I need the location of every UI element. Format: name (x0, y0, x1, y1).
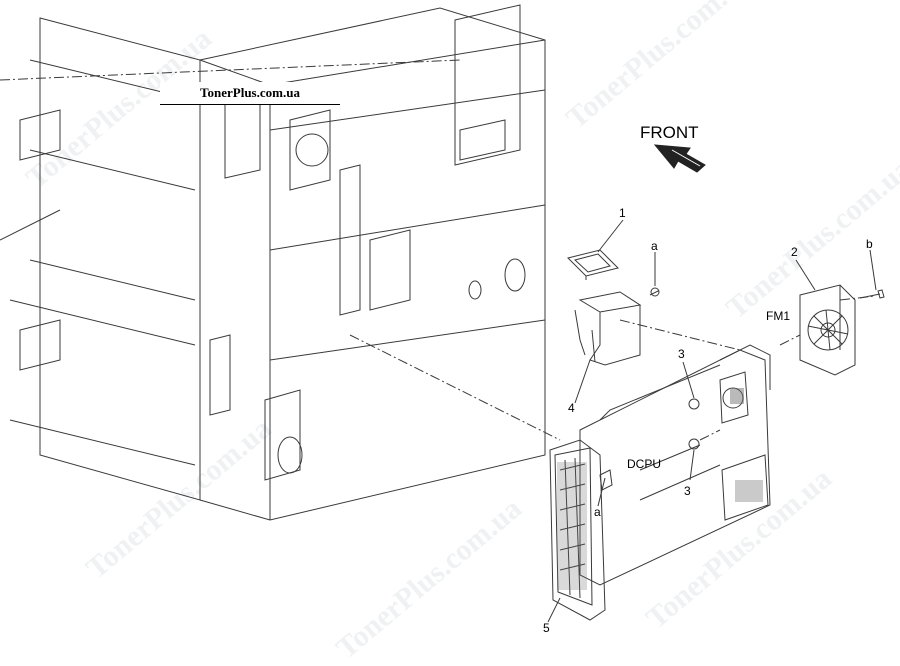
callout-5: 5 (543, 621, 550, 635)
assembly-guide-lines (0, 59, 876, 441)
callout-4: 4 (568, 401, 575, 415)
callout-b: b (866, 237, 873, 251)
callout-a-lower: a (594, 505, 601, 519)
callout-2: 2 (791, 245, 798, 259)
board-label: DCPU (627, 457, 662, 471)
callout-a-upper: a (651, 239, 658, 253)
part-1-gasket (567, 249, 619, 280)
exploded-parts-diagram (0, 4, 885, 623)
callout-leaders (547, 219, 877, 623)
front-arrow-icon (653, 144, 706, 173)
machine-frame (0, 4, 546, 521)
callout-3-upper: 3 (678, 347, 685, 361)
part-4-duct (574, 291, 642, 366)
site-tag: TonerPlus.com.ua (160, 82, 340, 105)
screw-a-upper (650, 287, 660, 297)
screw-b (859, 289, 885, 299)
callout-1: 1 (619, 206, 626, 220)
front-label: FRONT (640, 123, 699, 142)
fan-label: FM1 (766, 309, 790, 323)
callout-3-lower: 3 (684, 484, 691, 498)
vent-hatching (557, 388, 763, 590)
fan-fm1 (799, 284, 856, 376)
dcpu-board-assembly (549, 344, 771, 621)
